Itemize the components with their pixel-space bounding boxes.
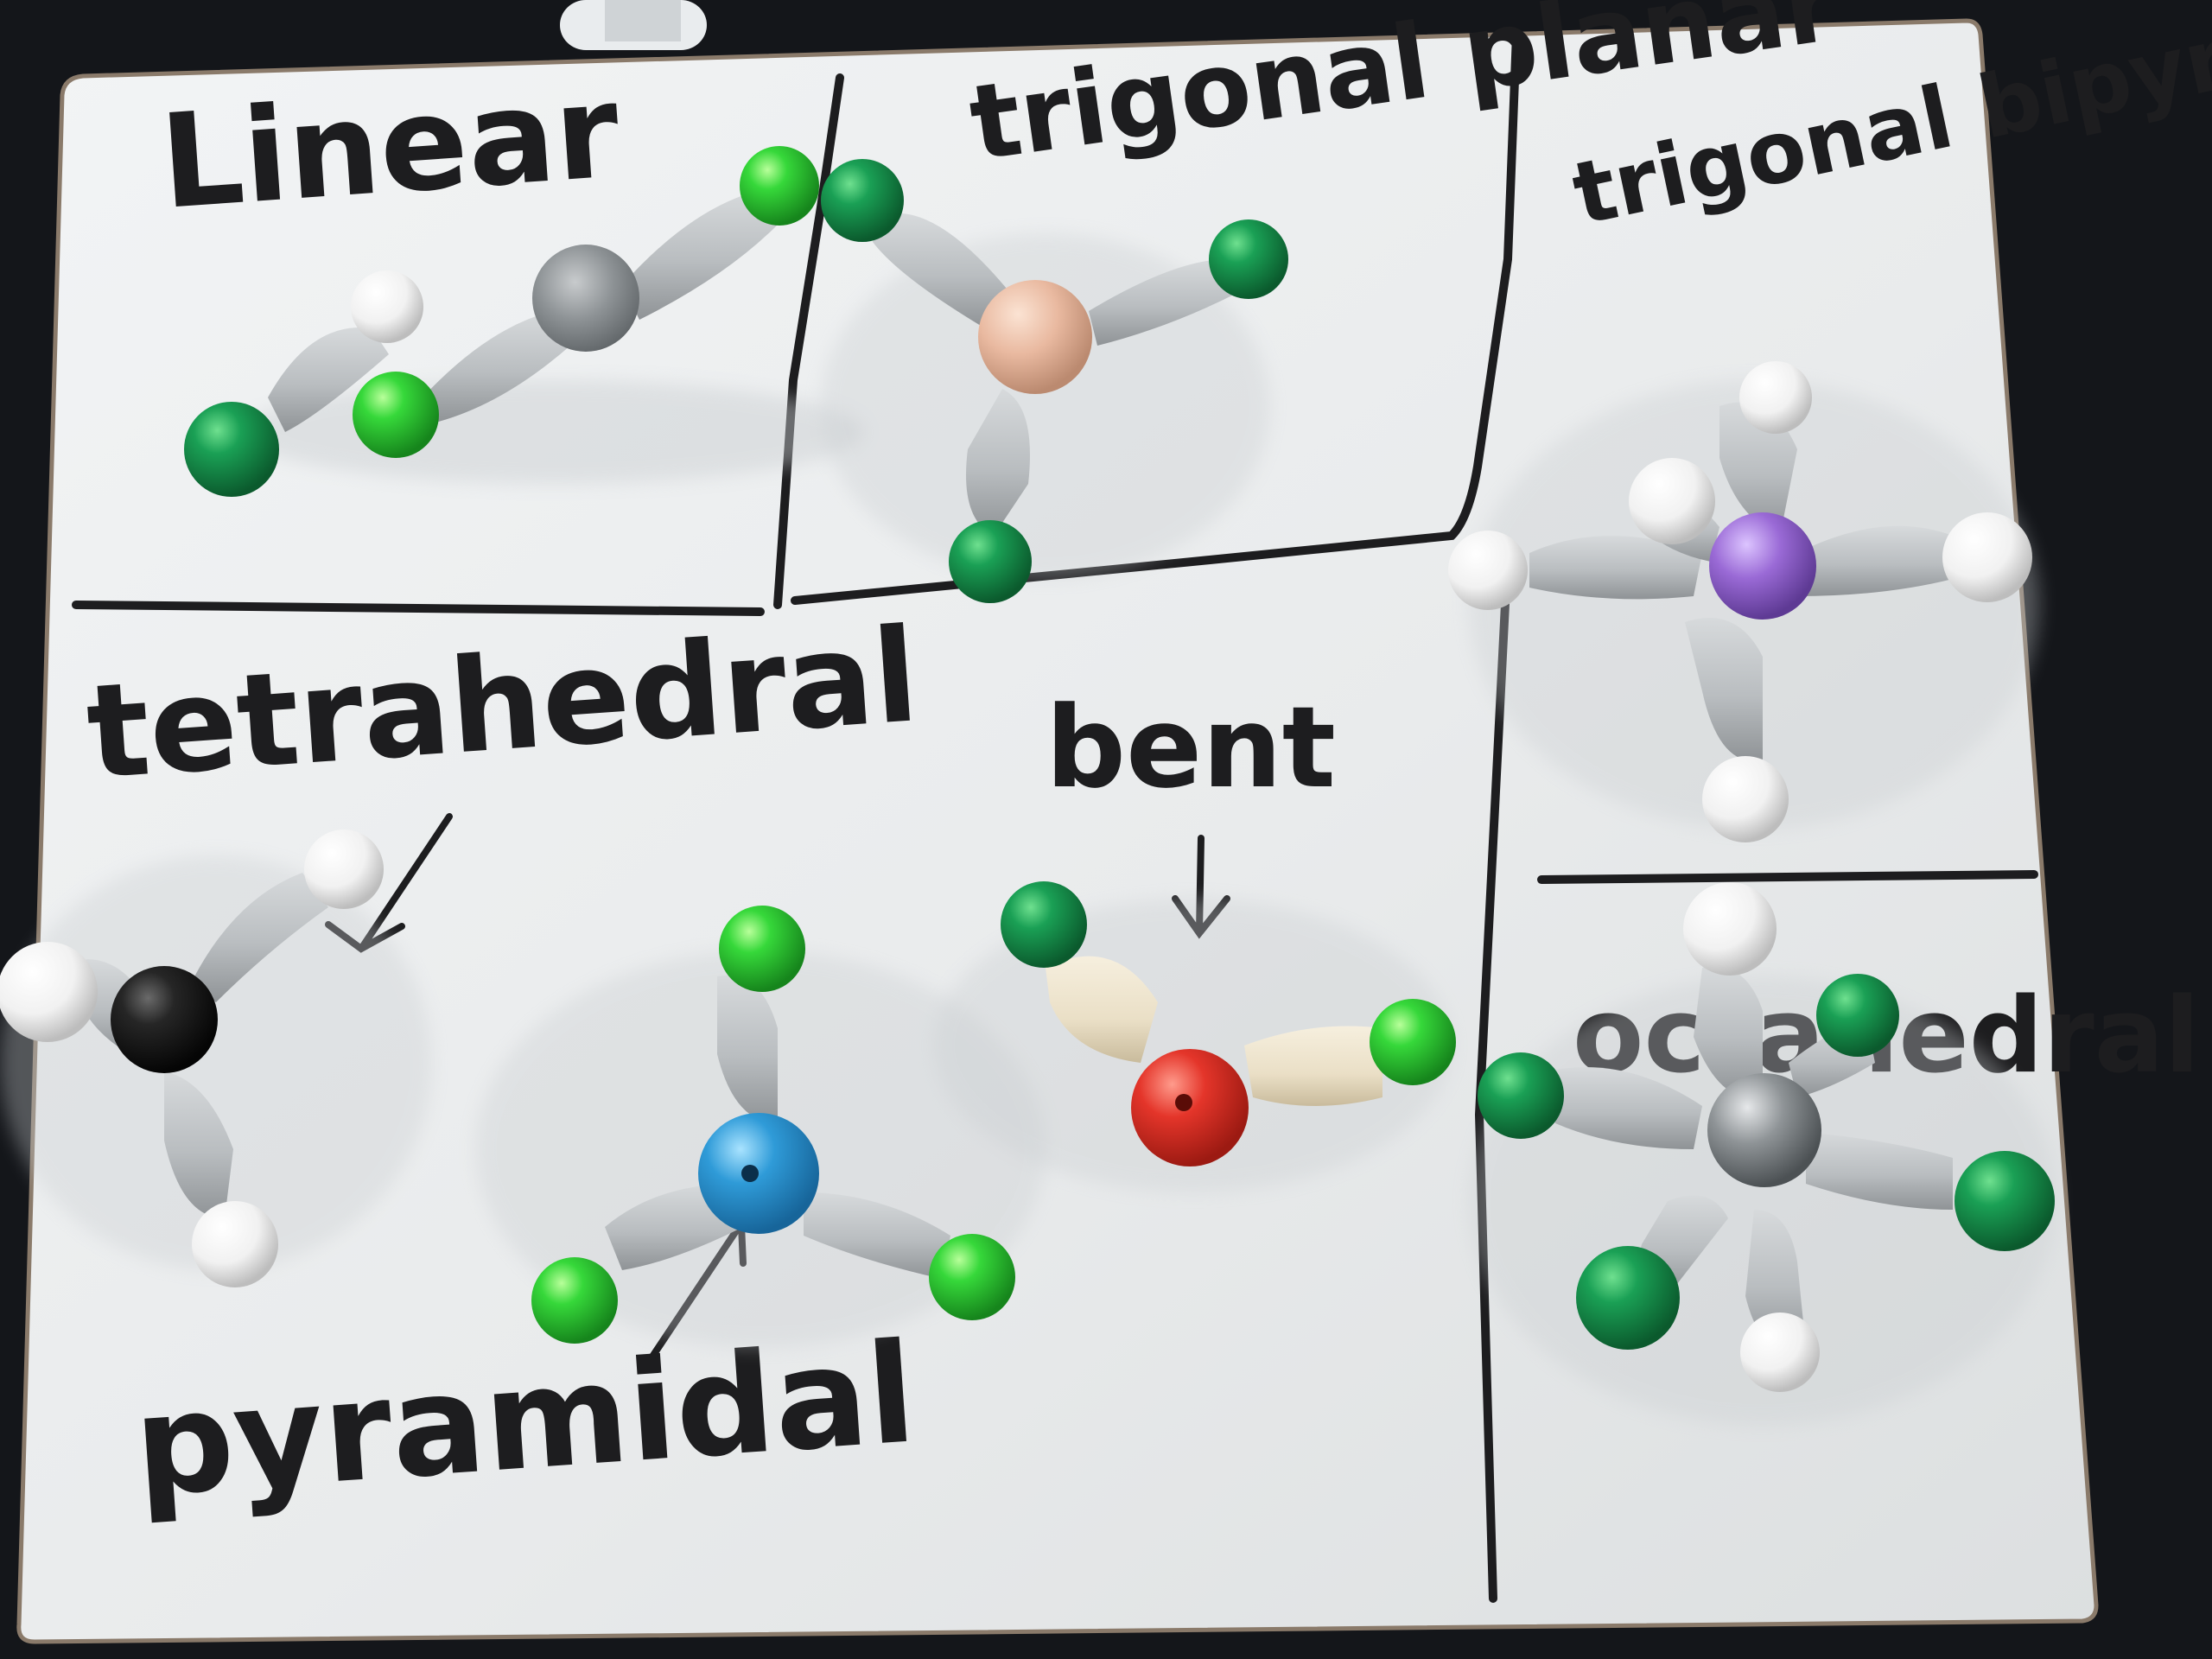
bond [1046,956,1382,1106]
bond [268,190,778,432]
bent-molecule [933,881,1456,1192]
atom-hole [1175,1094,1192,1111]
linear-molecule [184,146,864,497]
atom-grey [532,245,639,352]
atom-white [1739,361,1812,434]
atom-hole [741,1165,759,1182]
atom-green [1478,1052,1564,1139]
atom-green [949,520,1032,603]
atom-white [1448,531,1528,610]
label-linear: Linear [156,56,624,238]
atom-green [353,372,439,458]
bond [873,213,1236,536]
atom-green [740,146,819,226]
atom-white [1942,512,2032,602]
atom-white [1683,882,1777,976]
atom-green [821,159,904,242]
atom-green [1955,1151,2055,1251]
atom-green [1370,999,1456,1085]
atom-white [192,1201,278,1287]
atom-purple [1709,512,1816,620]
atom-black [111,966,218,1073]
atom-white [351,270,423,343]
atom-green [531,1257,618,1344]
marker-grid [72,30,2038,1603]
atom-white [0,942,98,1042]
atom-green [1816,974,1899,1057]
atom-white [304,830,384,909]
atom-white [1740,1313,1820,1392]
atom-white [1629,458,1715,544]
trigonal-bipyramidal-molecule [1448,361,2039,842]
pyramidal-molecule [475,906,1046,1348]
atom-green [1209,219,1288,299]
atom-green [184,402,279,497]
atom-green [719,906,805,992]
atom-green [1576,1246,1680,1350]
atom-white [1702,756,1789,842]
bottle-object [560,0,707,50]
label-bent: bent [1046,682,1336,813]
tetrahedral-molecule [0,830,432,1287]
atom-grey-central [1707,1073,1821,1187]
atom-green [1001,881,1087,968]
trigonal-planar-molecule [821,159,1288,603]
atom-green [929,1234,1015,1320]
octahedral-molecule [1469,882,2056,1426]
atom-peach [978,280,1092,394]
